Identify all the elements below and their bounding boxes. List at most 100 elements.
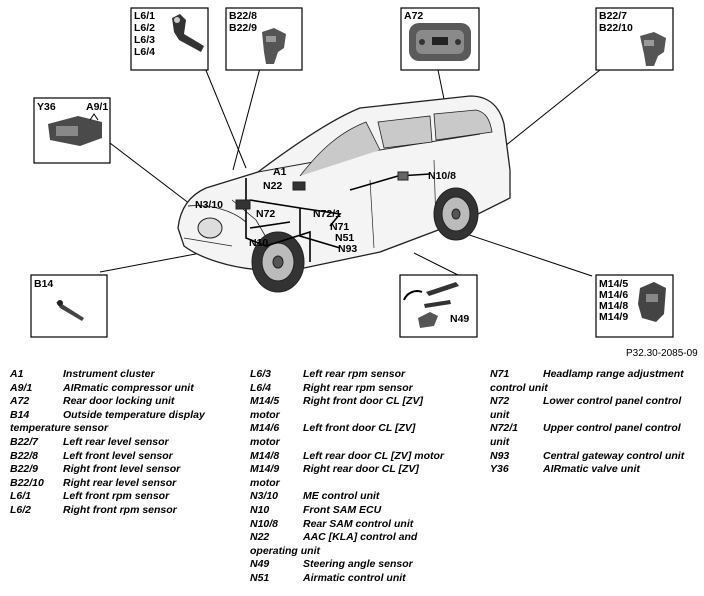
callout-a9-1: A9/1 [86,101,108,113]
callout-n51: N51 [335,232,354,244]
callout-l6-1: L6/1 [134,10,155,22]
legend-description: Steering angle sensor [303,558,413,571]
legend-description: Rear door locking unit [63,395,175,408]
legend-code: B14 [10,408,30,421]
legend-code: M14/6 [250,422,280,435]
legend-entry: N51 Airmatic control unit [250,572,482,586]
legend-description: Right front level sensor [63,463,181,476]
legend-description: Rear SAM control unit [303,517,414,530]
callout-m14-5: M14/5 [599,278,628,290]
legend-code: N72 [490,395,510,408]
legend-description-continued: motor [250,435,280,448]
legend-entry: N72 Lower control panel control [490,395,700,409]
legend-description: Right rear level sensor [63,476,177,489]
legend-entry: N22 AAC [KLA] control and [250,531,482,545]
legend-code: L6/3 [250,368,272,380]
callout-l6-2: L6/2 [134,22,155,34]
legend-entry: M14/6 Left front door CL [ZV] [250,422,482,436]
legend-description: Right rear door CL [ZV] [303,463,419,476]
legend-description-continued: motor [250,476,280,489]
legend-code: M14/8 [250,449,280,462]
legend-entry: N10/8 Rear SAM control unit [250,518,482,532]
legend-description: Right rear rpm sensor [303,381,413,394]
legend-description: AAC [KLA] control and [303,531,418,544]
callout-n93: N93 [338,243,357,255]
legend-description-continued: unit [490,435,510,448]
legend-description-continued: unit [490,408,510,421]
legend-code: N93 [490,449,510,462]
legend-entry: Y36 AIRmatic valve unit [490,463,700,477]
legend-code: L6/4 [250,381,272,394]
legend-entry: M14/8 Left rear door CL [ZV] motor [250,450,482,464]
legend-code: M14/5 [250,395,280,408]
legend-description: Left rear door CL [ZV] motor [303,449,444,462]
legend-code: L6/1 [10,490,32,503]
legend-entry: N49 Steering angle sensor [250,558,482,572]
legend-code: N22 [250,531,270,544]
vehicle-component-diagram: L6/1 L6/2 L6/3 L6/4 B22/8 B22/9 A72 B22/… [30,7,674,338]
legend-description: Left rear level sensor [63,435,169,448]
legend-code: M14/9 [250,463,280,476]
legend-description: Right front door CL [ZV] [303,395,423,408]
callout-l6-4: L6/4 [134,46,155,58]
callout-b14: B14 [34,278,53,290]
legend-description: Left front door CL [ZV] [303,422,416,435]
legend-description: Left front level sensor [63,449,173,462]
legend-entry: L6/4 Right rear rpm sensor [250,382,482,396]
legend-code: N49 [250,558,270,571]
legend-description: Instrument cluster [63,368,155,380]
callout-l6-3: L6/3 [134,34,155,46]
legend-code: B22/10 [10,476,44,489]
detail-box-b22-8-9 [225,7,303,71]
detail-box-y36-a9-1 [33,97,111,164]
legend-description: AIRmatic compressor unit [63,381,194,394]
legend-code: N3/10 [250,490,279,503]
legend-code: N51 [250,571,270,584]
callout-a72: A72 [404,10,423,22]
legend-description: Airmatic control unit [303,571,406,584]
legend-code: N10 [250,503,270,516]
callout-n72-1: N72/1 [313,208,341,220]
legend-description: Lower control panel control [543,395,682,408]
legend-entry: A9/1 AIRmatic compressor unit [10,382,242,396]
callout-a1: A1 [273,166,287,178]
callout-b22-7: B22/7 [599,10,627,22]
legend-code: N10/8 [250,517,279,530]
callout-n10: N10 [249,237,268,249]
legend-entry: A72 Rear door locking unit [10,395,242,409]
callout-labels: L6/1 L6/2 L6/3 L6/4 B22/8 B22/9 A72 B22/… [34,10,633,325]
legend-code: Y36 [490,463,509,476]
legend-description: Headlamp range adjustment [543,368,684,380]
legend-code: A72 [10,395,30,408]
callout-b22-10: B22/10 [599,22,633,34]
callout-n3-10: N3/10 [195,199,223,211]
legend-entry: L6/1 Left front rpm sensor [10,490,242,504]
vehicle-illustration [177,95,511,293]
legend-code: L6/2 [10,503,32,516]
detail-box-b22-7-10 [595,7,674,71]
legend-entry: M14/5 Right front door CL [ZV] [250,395,482,409]
callout-n10-8: N10/8 [428,170,456,182]
legend-description-continued: operating unit [250,544,320,557]
legend-description-continued: motor [250,408,280,421]
callout-n49: N49 [450,313,469,325]
legend-description: AIRmatic valve unit [543,463,640,476]
callout-n72: N72 [256,208,275,220]
callout-b22-8: B22/8 [229,10,257,22]
legend-code: A9/1 [10,381,33,394]
legend-description: Left front rpm sensor [63,490,170,503]
legend-description-continued: temperature sensor [10,422,109,435]
legend-code: A1 [10,368,24,380]
legend-code: N72/1 [490,422,519,435]
legend-code: B22/9 [10,463,39,476]
